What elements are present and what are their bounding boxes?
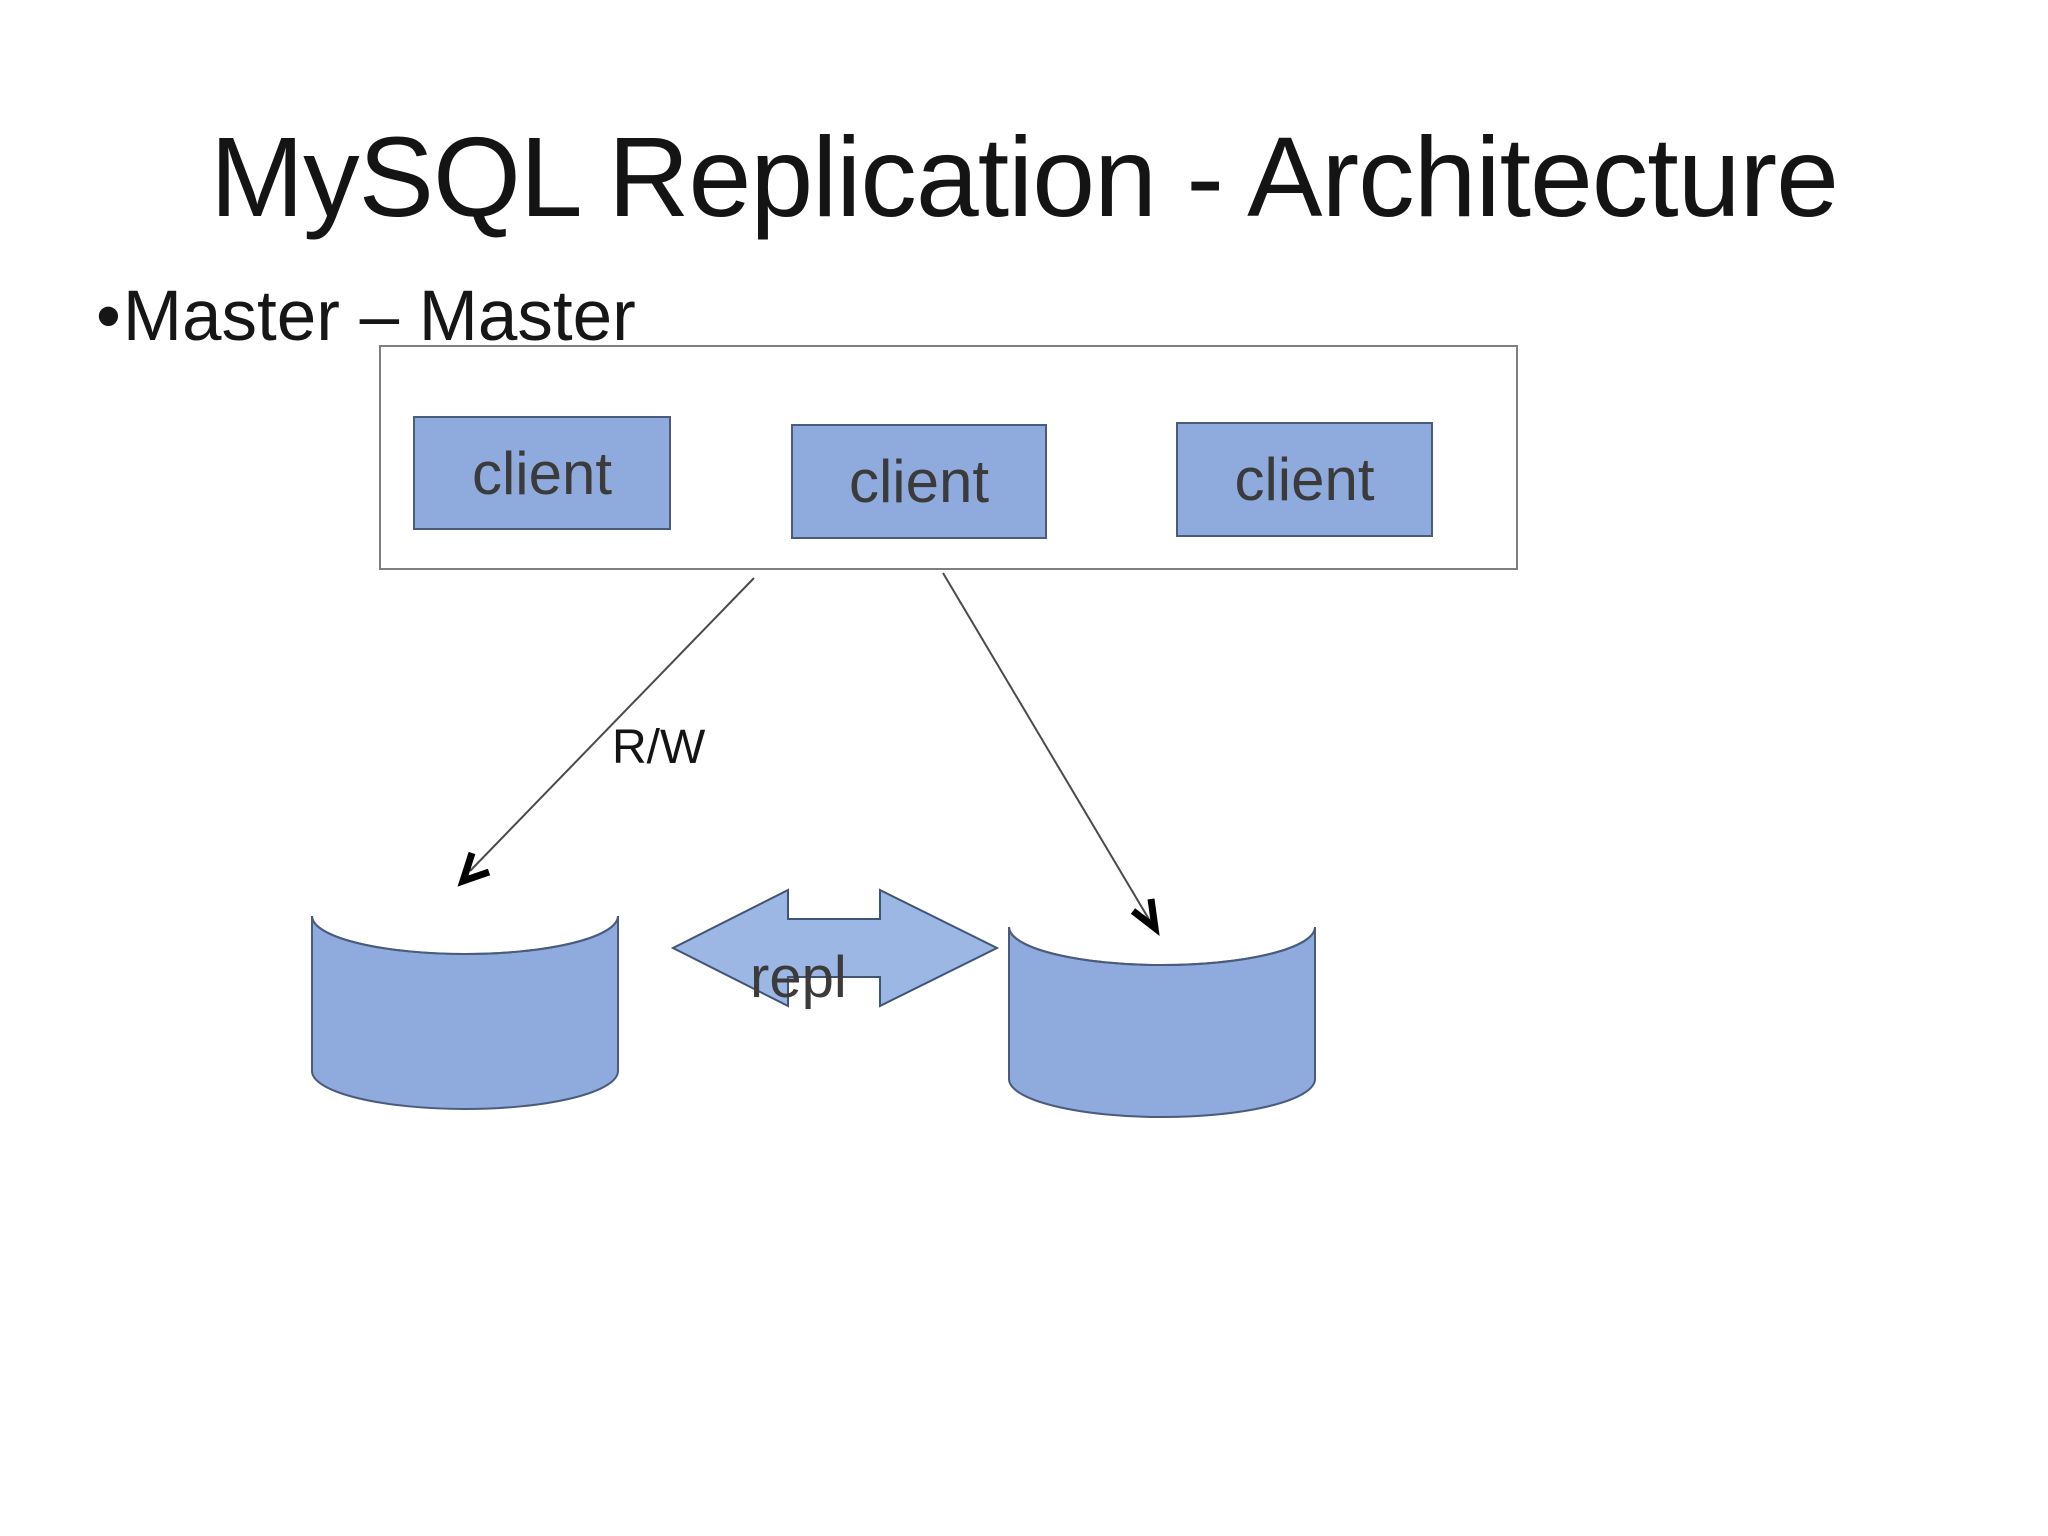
client-box-1: client xyxy=(413,416,671,530)
slide-title: MySQL Replication - Architecture xyxy=(209,114,1839,240)
cylinder-right-body xyxy=(1008,926,1316,1118)
bullet-text: Master – Master xyxy=(122,277,636,356)
client-label-2: client xyxy=(848,448,990,515)
cylinder-right-top-rim xyxy=(1008,926,1316,966)
client-label-1: client xyxy=(471,439,613,507)
rw-label: R/W xyxy=(612,721,706,774)
cylinder-left-body xyxy=(311,915,619,1110)
client-box-3: client xyxy=(1176,422,1433,537)
client-db-right-connector-line xyxy=(942,572,1151,922)
arrowhead-left-icon xyxy=(457,851,491,887)
database-cylinder-left xyxy=(311,915,619,1110)
client-box-2: client xyxy=(791,424,1047,539)
database-cylinder-right xyxy=(1008,926,1316,1118)
bullet-marker: • xyxy=(96,277,121,356)
bullet-line: •Master – Master xyxy=(96,276,636,357)
rw-connector-line xyxy=(469,577,755,872)
replication-double-arrow xyxy=(670,888,1000,1008)
arrowhead-right-icon xyxy=(1130,898,1160,937)
cylinder-left-top-rim xyxy=(311,915,619,955)
repl-label: repl xyxy=(750,945,847,1010)
client-label-3: client xyxy=(1234,446,1375,513)
